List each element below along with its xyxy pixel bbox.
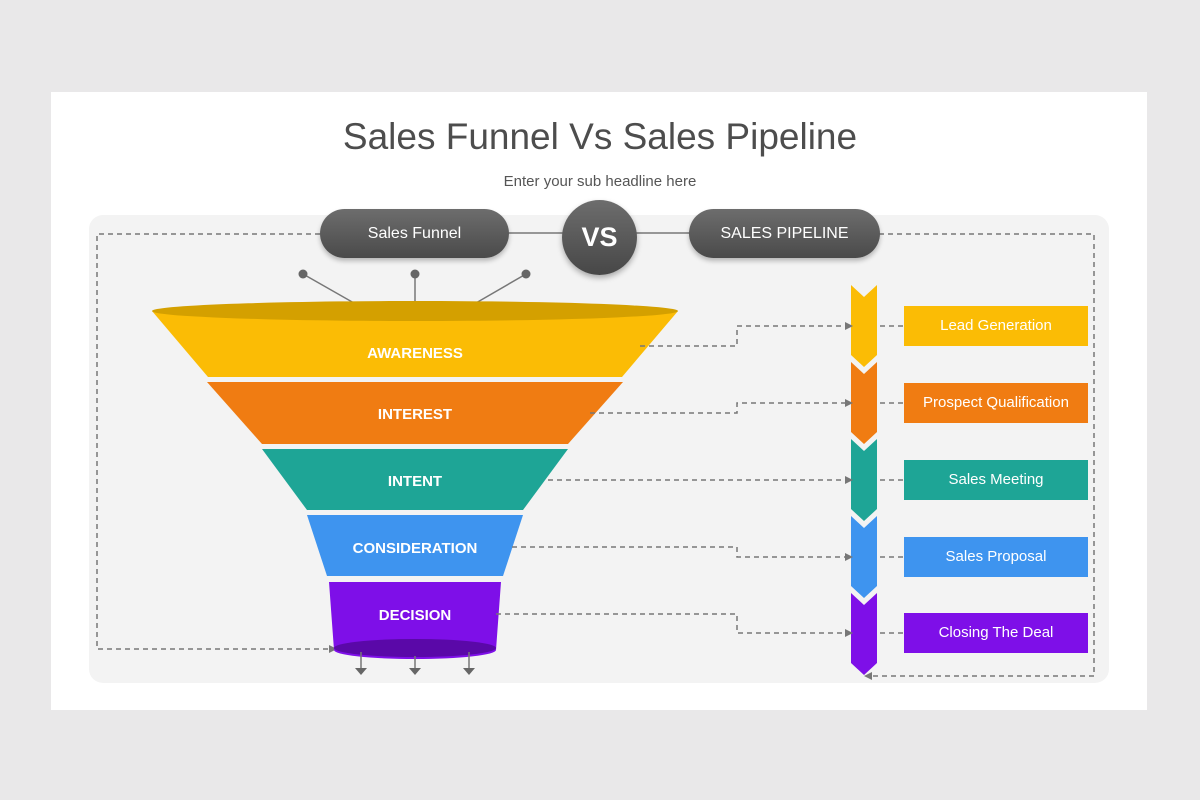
pipeline-chevron-2: [851, 362, 877, 444]
pipeline-stage-closing-the-deal: Closing The Deal: [904, 613, 1088, 653]
funnel-layer-interest: [207, 382, 623, 444]
left-dashed-loop: [96, 233, 330, 650]
funnel-to-pipeline-arrowheads: [845, 322, 853, 637]
funnel-bottom-arrows: [355, 652, 475, 675]
diagram-panel: [89, 215, 1109, 683]
funnel-label-consideration: CONSIDERATION: [353, 540, 478, 557]
funnel-label-interest: INTEREST: [378, 406, 452, 423]
pipeline-stage-prospect-qualification: Prospect Qualification: [904, 383, 1088, 423]
funnel-layer-intent: [262, 449, 568, 510]
funnel-label-decision: DECISION: [379, 607, 452, 624]
right-loop-arrowhead: [864, 672, 872, 680]
funnel-layer-awareness: [152, 301, 678, 377]
page-subtitle: Enter your sub headline here: [503, 173, 697, 190]
page-title: Sales Funnel Vs Sales Pipeline: [342, 116, 858, 157]
funnel-label-awareness: AWARENESS: [367, 345, 463, 362]
funnel-layer-decision: [329, 582, 501, 659]
sales-funnel-pill: Sales Funnel: [320, 209, 509, 258]
pipeline-stage-lead-generation: Lead Generation: [904, 306, 1088, 346]
vs-badge: VS: [562, 200, 637, 275]
pipeline-stage-sales-proposal: Sales Proposal: [904, 537, 1088, 577]
pipeline-to-stage-connectors: [880, 325, 910, 634]
pipeline-chevron-4: [851, 516, 877, 598]
pipeline-stage-sales-meeting: Sales Meeting: [904, 460, 1088, 500]
left-loop-arrowhead: [329, 645, 337, 653]
funnel-layer-consideration: [307, 515, 523, 576]
funnel-label-intent: INTENT: [388, 473, 442, 490]
funnel-to-pipeline-connectors: [496, 325, 845, 634]
pipeline-chevron-1: [851, 285, 877, 367]
sales-pipeline-pill: SALES PIPELINE: [689, 209, 880, 258]
pipeline-chevron-3: [851, 439, 877, 521]
right-dashed-loop: [872, 233, 1095, 677]
pipeline-chevron-5: [851, 593, 877, 675]
